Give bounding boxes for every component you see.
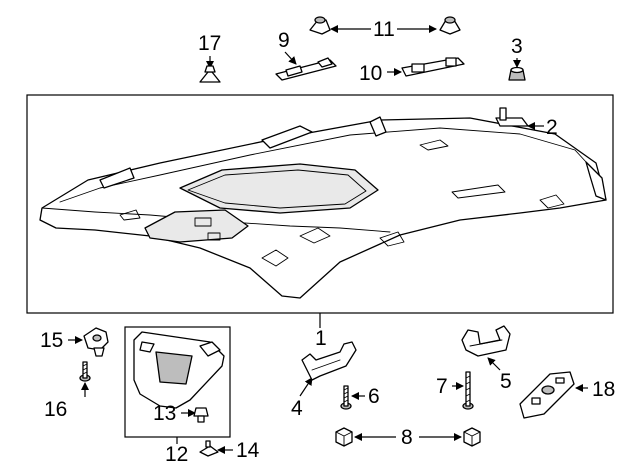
leader-9 [284, 51, 297, 65]
part-console-18 [519, 371, 575, 419]
part-screw-7 [462, 371, 474, 410]
part-bracket-2 [495, 107, 529, 127]
part-bracket-10 [401, 57, 465, 77]
callout-2: 2 [546, 116, 558, 139]
part-screw-16 [79, 361, 91, 382]
callout-8: 8 [401, 426, 413, 449]
part-bracket-9 [275, 57, 337, 81]
part-screw-13 [193, 407, 209, 423]
sun-visor-frame [124, 326, 231, 438]
part-bracket-15 [83, 327, 109, 357]
callout-3: 3 [511, 35, 523, 58]
callout-13: 13 [153, 402, 176, 425]
part-grab-handle-5 [461, 325, 511, 357]
part-retainer-3 [508, 66, 526, 81]
callout-10: 10 [359, 62, 382, 85]
part-cap-8b [463, 427, 481, 447]
part-cap-8a [335, 427, 353, 447]
callout-1: 1 [315, 327, 327, 350]
part-clip-11b [439, 16, 461, 35]
callout-15: 15 [40, 329, 63, 352]
part-screw-6 [340, 385, 352, 410]
callout-18: 18 [592, 378, 615, 401]
callout-11: 11 [373, 18, 395, 41]
leader-4 [299, 377, 313, 397]
headliner-panel [39, 116, 607, 299]
callout-5: 5 [500, 370, 512, 393]
callout-16: 16 [44, 398, 67, 421]
part-grab-handle-4 [301, 341, 357, 381]
part-clip-11a [309, 16, 331, 35]
callout-6: 6 [368, 385, 380, 408]
callout-12: 12 [165, 443, 188, 466]
callout-4: 4 [291, 397, 303, 420]
part-clip-14 [199, 440, 219, 457]
part-clip-17 [199, 65, 221, 83]
callout-9: 9 [278, 29, 290, 52]
callout-14: 14 [236, 439, 260, 462]
part-sun-visor [133, 331, 225, 409]
callout-7: 7 [436, 375, 448, 398]
callout-17: 17 [198, 32, 221, 55]
leader-5 [487, 357, 501, 371]
